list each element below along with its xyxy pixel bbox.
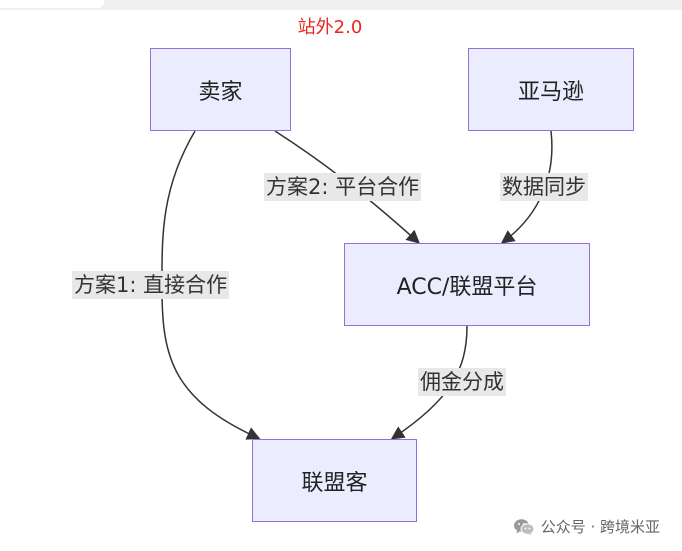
node-seller: 卖家 bbox=[150, 48, 291, 131]
watermark-text: 公众号 · 跨境米亚 bbox=[540, 518, 660, 536]
node-platform: ACC/联盟平台 bbox=[344, 243, 590, 326]
edge-label-plan2: 方案2: 平台合作 bbox=[264, 173, 422, 201]
wechat-icon bbox=[513, 518, 535, 535]
edge-label-sync: 数据同步 bbox=[500, 173, 588, 201]
edge-label-commission: 佣金分成 bbox=[418, 368, 506, 396]
diagram-title: 站外2.0 bbox=[297, 17, 363, 38]
top-bar bbox=[0, 0, 682, 10]
node-amazon: 亚马逊 bbox=[468, 48, 634, 131]
watermark: 公众号 · 跨境米亚 bbox=[513, 516, 660, 537]
edge-label-plan1: 方案1: 直接合作 bbox=[72, 271, 230, 299]
node-affiliate: 联盟客 bbox=[252, 439, 417, 522]
top-tab bbox=[0, 0, 104, 8]
